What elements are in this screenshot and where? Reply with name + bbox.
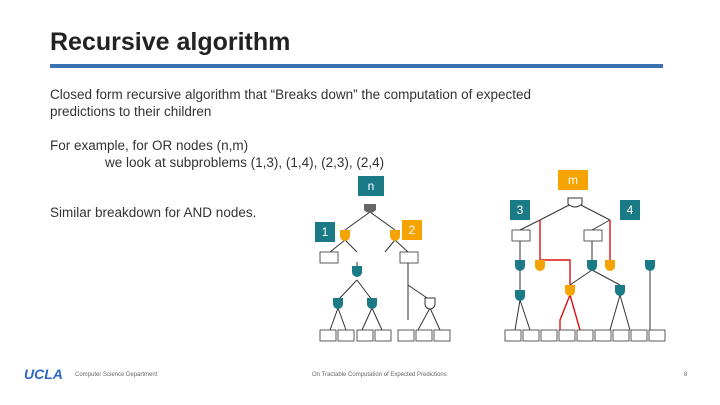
label-4: 4 [620,200,640,220]
intro-paragraph: Closed form recursive algorithm that “Br… [50,87,531,119]
page-number: 8 [684,372,688,378]
ucla-logo: UCLA [24,366,63,382]
left-circuit-diagram [319,204,451,342]
title-rule [50,64,663,68]
subproblems-line: we look at subproblems (1,3), (1,4), (2,… [105,155,385,170]
right-circuit-diagram [504,197,666,342]
label-1: 1 [315,222,335,242]
label-2: 2 [402,220,422,240]
example-line: For example, for OR nodes (n,m) [50,138,249,153]
and-nodes-line: Similar breakdown for AND nodes. [50,205,257,220]
label-3: 3 [510,200,530,220]
footer-paper-title: On Tractable Computation of Expected Pre… [312,372,447,378]
label-m: m [558,170,588,190]
slide-title: Recursive algorithm [50,28,291,56]
footer-department: Computer Science Department [75,372,158,378]
label-n: n [358,176,384,196]
